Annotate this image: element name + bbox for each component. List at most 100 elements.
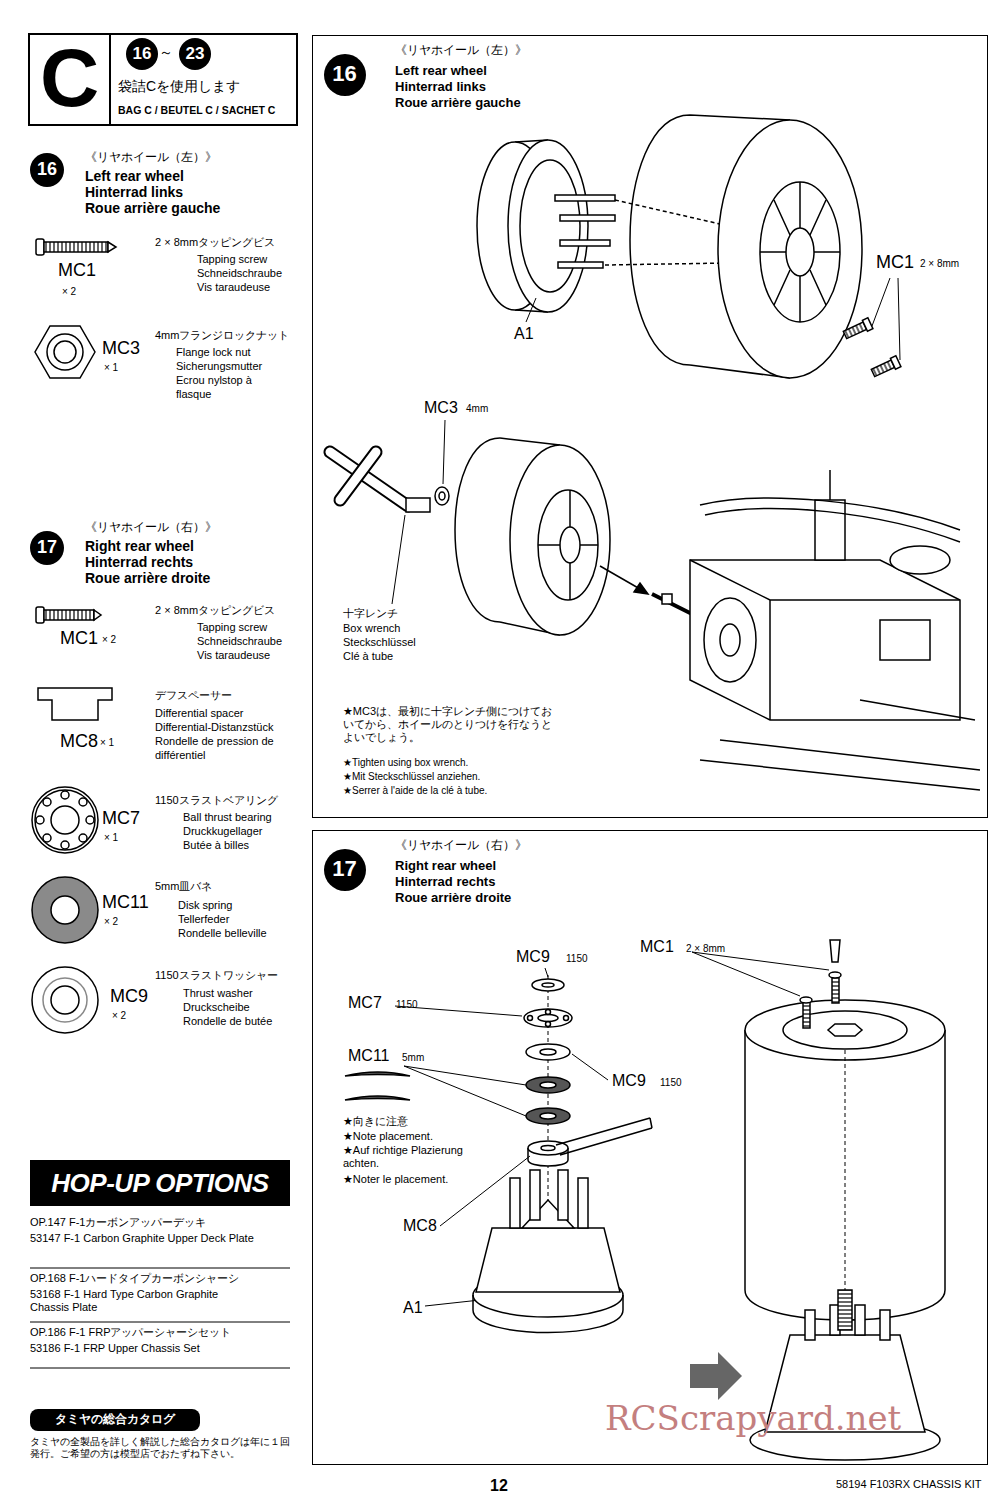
step17-wheel-drawing — [546, 1022, 551, 1027]
option-rules — [30, 1368, 290, 1369]
step16-wheel-drawing — [760, 182, 840, 322]
step16-wheel-drawing — [392, 420, 445, 604]
parts-icons — [43, 798, 51, 806]
part-description: Tellerfeder — [178, 913, 229, 926]
step-heading: 《リヤホイール（右）》 — [85, 520, 217, 534]
part-number: A1 — [403, 1298, 423, 1317]
step17-wheel-drawing — [546, 1010, 551, 1015]
step-heading: Left rear wheel — [85, 168, 184, 185]
quantity: × 2 — [104, 916, 118, 928]
heading-text: BAG C / BEUTEL C / SACHET C — [118, 105, 275, 117]
parts-icons — [61, 841, 69, 849]
part-description: Steckschlüssel — [343, 636, 416, 649]
step16-wheel-drawing — [455, 438, 500, 622]
part-description: Ball thrust bearing — [183, 811, 272, 824]
note-text: ★Serrer à l'aide de la clé à tube. — [343, 785, 487, 797]
step17-wheel-drawing — [830, 940, 840, 962]
step-heading: Right rear wheel — [85, 538, 194, 555]
option-rules — [30, 1268, 290, 1269]
parts-icons — [51, 986, 79, 1014]
step17-wheel-drawing — [783, 1011, 907, 1049]
step17-wheel-drawing — [690, 1352, 742, 1400]
step17-wheel-drawing — [845, 1050, 846, 1320]
part-description: 2 × 8mmタッピングビス — [155, 604, 275, 617]
step17-wheel-drawing — [540, 1049, 556, 1055]
part-number: MC8 — [403, 1216, 437, 1235]
step17-wheel-drawing — [476, 1228, 620, 1292]
part-description: Thrust washer — [183, 987, 253, 1000]
parts-icons — [32, 877, 98, 943]
quantity: × 2 — [62, 286, 76, 298]
step-number-text: 17 — [37, 538, 57, 558]
step16-wheel-drawing — [870, 356, 900, 379]
step17-wheel-drawing — [828, 1024, 862, 1036]
part-description: Tapping screw — [197, 253, 267, 266]
step16-wheel-drawing — [829, 470, 831, 500]
separator: ～ — [159, 44, 173, 61]
options-header: HOP-UP OPTIONS — [30, 1160, 290, 1206]
step16-wheel-drawing — [508, 140, 588, 312]
part-description: Clé à tube — [343, 650, 393, 663]
step16-wheel-drawing — [634, 583, 648, 594]
step17-wheel-drawing — [540, 1113, 556, 1119]
step17-wheel-drawing — [345, 940, 945, 1460]
parts-icons — [43, 834, 51, 842]
option-text: 53168 F-1 Hard Type Carbon Graphite Chas… — [30, 1288, 258, 1314]
step-number: 17 — [324, 849, 366, 891]
dimension: 1150 — [396, 999, 418, 1011]
step16-wheel-drawing — [842, 318, 872, 341]
step16-wheel-drawing — [690, 560, 960, 720]
part-description: flasque — [176, 388, 211, 401]
step17-wheel-drawing — [528, 1016, 533, 1021]
step16-wheel-drawing — [690, 560, 960, 720]
heading-text: 袋詰Cを使用します — [118, 79, 240, 94]
step17-wheel-drawing — [692, 952, 829, 996]
part-description: 2 × 8mmタッピングビス — [155, 236, 275, 249]
part-description: Flange lock nut — [176, 346, 251, 359]
part-description: Sicherungsmutter — [176, 360, 262, 373]
part-description: Ecrou nylstop à — [176, 374, 252, 387]
step16-wheel-drawing — [862, 318, 873, 331]
step16-wheel-drawing — [330, 452, 408, 506]
part-description: Differential-Distanzstück — [155, 721, 273, 734]
dimension: 2 × 8mm — [686, 943, 725, 955]
step17-wheel-drawing — [832, 975, 839, 1003]
part-description: Differential spacer — [155, 707, 243, 720]
step17-wheel-drawing — [880, 1310, 890, 1340]
step-heading: Hinterrad rechts — [85, 554, 193, 571]
step16-wheel-drawing — [435, 487, 449, 505]
parts-icons — [36, 607, 44, 623]
part-description: Druckkugellager — [183, 825, 262, 838]
footer-text: 58194 F103RX CHASSIS KIT — [836, 1478, 982, 1491]
step16-wheel-drawing — [330, 452, 408, 506]
part-description: Tapping screw — [197, 621, 267, 634]
step17-wheel-drawing — [829, 972, 841, 978]
parts-icons — [32, 967, 98, 1033]
note-text: ★Tighten using box wrench. — [343, 757, 468, 769]
step16-wheel-drawing — [880, 620, 930, 660]
heading-text: Right rear wheel — [395, 859, 496, 873]
parts-icons — [32, 787, 98, 853]
step16-wheel-drawing — [560, 527, 580, 563]
step17-wheel-drawing — [345, 1072, 410, 1076]
step17-wheel-drawing — [803, 1000, 810, 1028]
part-number: MC7 — [102, 808, 140, 830]
dimension: 2 × 8mm — [920, 258, 959, 270]
part-number: A1 — [514, 324, 534, 343]
note-text: タミヤの全製品を詳しく解説した総合カタログは年に１回発行。ご希望の方は模型店でお… — [30, 1436, 298, 1460]
part-description: Disk spring — [178, 899, 232, 912]
step16-wheel-drawing — [510, 445, 610, 635]
quantity: × 2 — [112, 1010, 126, 1022]
step17-wheel-drawing — [473, 1295, 623, 1333]
header-divider — [109, 33, 111, 126]
step16-wheel-drawing — [815, 500, 845, 560]
step17-wheel-drawing — [578, 1178, 588, 1228]
step16-wheel-drawing — [555, 195, 615, 201]
parts-icons — [108, 242, 116, 252]
part-description: Box wrench — [343, 622, 400, 635]
step-number-text: 16 — [133, 45, 152, 64]
footer-text: 12 — [490, 1476, 508, 1495]
step17-wheel-drawing — [526, 1044, 570, 1060]
watermark: RCScrapyard.net — [605, 1398, 901, 1439]
part-number: MC9 — [612, 1071, 646, 1090]
